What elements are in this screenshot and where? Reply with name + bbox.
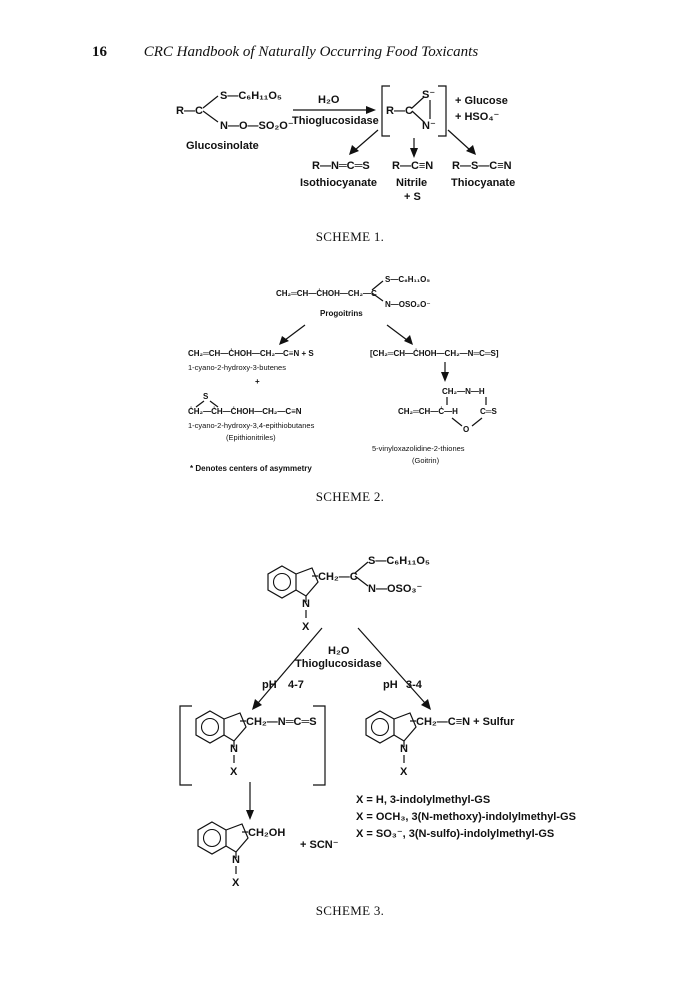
oxazolidine-mid-left: CH₂═CH—Ċ—H <box>398 407 458 416</box>
isothiocyanate-intermediate: [CH₂═CH—ĊHOH—CH₂—N═C═S] <box>370 349 499 358</box>
progoitrin-s-sugar: S—C₆H₁₁O₅ <box>385 275 430 284</box>
plus-thiocyanate-ion: + SCN⁻ <box>300 839 339 851</box>
legend-line: X = OCH₃, 3(N-methoxy)-indolylmethyl-GS <box>356 811 576 823</box>
epithionitrile-formula: ĊH₂—ĊH—ĊHOH—CH₂—C≡N <box>188 407 302 416</box>
scheme1-enzyme: Thioglucosidase <box>292 115 379 127</box>
glucosinolate-n-oso3: N—OSO₃⁻ <box>368 583 422 595</box>
methanol-substituent: CH₂OH <box>248 827 285 839</box>
isothiocyanate-formula: R—N═C═S <box>312 160 370 172</box>
progoitrin-n-oso: N—OSO₂O⁻ <box>385 300 431 309</box>
scheme-1-diagram: R—C S—C₆H₁₁O₅ N—O—SO₂O⁻ Glucosinolate H₂… <box>176 85 515 203</box>
glucosinolate-s-sugar: S—C₆H₁₁O₅ <box>368 555 430 567</box>
x-substituent-legend: X = H, 3-indolylmethyl-GS X = OCH₃, 3(N-… <box>356 794 576 840</box>
scheme2-plus: + <box>255 377 260 386</box>
plus-glucose: + Glucose <box>455 95 508 107</box>
nitrile-label: Nitrile <box>396 177 427 189</box>
isothiocyanate-substituent: CH₂—N═C═S <box>246 716 317 728</box>
ph-left-label: pH <box>262 679 277 691</box>
indole-x-bottom: X <box>232 877 240 889</box>
plus-hso4: + HSO₄⁻ <box>455 111 500 123</box>
scheme3-enzyme: Thioglucosidase <box>295 658 382 670</box>
intermediate-rc: R—C <box>386 105 413 117</box>
scheme-1-caption: SCHEME 1. <box>315 229 385 244</box>
page-header: 16 CRC Handbook of Naturally Occurring F… <box>92 44 478 61</box>
isothiocyanate-label: Isothiocyanate <box>300 177 377 189</box>
indolyl-methanol: N X CH₂OH + SCN⁻ <box>197 821 339 889</box>
legend-line: X = SO₃⁻, 3(N-sulfo)-indolylmethyl-GS <box>356 828 554 840</box>
indolyl-isothiocyanate: N X CH₂—N═C═S <box>195 710 317 778</box>
ph-right-value: 3-4 <box>406 679 423 691</box>
nitrile-plus-sulfur: CH₂—C≡N + Sulfur <box>416 716 515 728</box>
progoitrins-label: Progoitrins <box>320 309 363 318</box>
indole-x-right: X <box>400 766 408 778</box>
ph-right-label: pH <box>383 679 398 691</box>
scheme-2-caption: SCHEME 2. <box>315 489 385 504</box>
glucosinolate-ch2c: CH₂—C <box>318 571 358 583</box>
indole-n-bottom: N <box>232 854 240 866</box>
oxazolidine-top: CH₂—N—H <box>442 387 485 396</box>
epithionitrile-class: (Epithionitriles) <box>226 433 276 442</box>
ph-left-value: 4-7 <box>288 679 304 691</box>
page-number: 16 <box>92 44 107 60</box>
progoitrin-chain: CH₂═CH—ĊHOH—CH₂—C <box>276 289 377 298</box>
glucosinolate-s-sugar: S—C₆H₁₁O₅ <box>220 90 282 102</box>
epithionitrile-name: 1-cyano-2-hydroxy-3,4-epithiobutanes <box>188 421 315 430</box>
scheme3-water: H₂O <box>328 645 350 657</box>
legend-line: X = H, 3-indolylmethyl-GS <box>356 794 490 806</box>
intermediate-s: S⁻ <box>422 89 435 101</box>
scheme-3-caption: SCHEME 3. <box>315 903 385 918</box>
nitrile-formula: R—C≡N <box>392 160 433 172</box>
cyano-hydroxy-butene-name: 1-cyano-2-hydroxy-3-butenes <box>188 363 286 372</box>
indole-x-left: X <box>230 766 238 778</box>
glucosinolate-n-oso: N—O—SO₂O⁻ <box>220 120 294 132</box>
scheme-2-diagram: CH₂═CH—ĊHOH—CH₂—C S—C₆H₁₁O₅ N—OSO₂O⁻ Pro… <box>188 275 499 473</box>
plus-sulfur: + S <box>404 191 421 203</box>
goitrin-class: (Goitrin) <box>412 456 440 465</box>
oxazolidine-o: O <box>463 425 469 434</box>
thiocyanate-formula: R—S—C≡N <box>452 160 512 172</box>
scheme1-water: H₂O <box>318 94 340 106</box>
cyano-hydroxy-butene-formula: CH₂═CH—ĊHOH—CH₂—C≡N + S <box>188 349 314 358</box>
running-title: CRC Handbook of Naturally Occurring Food… <box>143 44 479 60</box>
intermediate-n: N⁻ <box>422 120 436 132</box>
thiocyanate-label: Thiocyanate <box>451 177 515 189</box>
indolyl-nitrile: N X CH₂—C≡N + Sulfur <box>365 710 515 778</box>
indole-n-top: N <box>302 598 310 610</box>
indole-x-top: X <box>302 621 310 633</box>
indolyl-glucosinolate: N X CH₂—C S—C₆H₁₁O₅ N—OSO₃⁻ <box>267 555 430 633</box>
glucosinolate-label: Glucosinolate <box>186 140 259 152</box>
glucosinolate-rc: R—C <box>176 105 203 117</box>
oxazolidine-mid-right: C═S <box>480 407 497 416</box>
indole-n-right: N <box>400 743 408 755</box>
scheme-3-diagram: N X CH₂—C S—C₆H₁₁O₅ N—OSO₃⁻ H₂O Thiogluc… <box>179 555 576 889</box>
indole-n-left: N <box>230 743 238 755</box>
epithio-s: S <box>203 392 209 401</box>
asymmetry-footnote: * Denotes centers of asymmetry <box>190 464 312 473</box>
goitrin-name: 5-vinyloxazolidine-2-thiones <box>372 444 465 453</box>
